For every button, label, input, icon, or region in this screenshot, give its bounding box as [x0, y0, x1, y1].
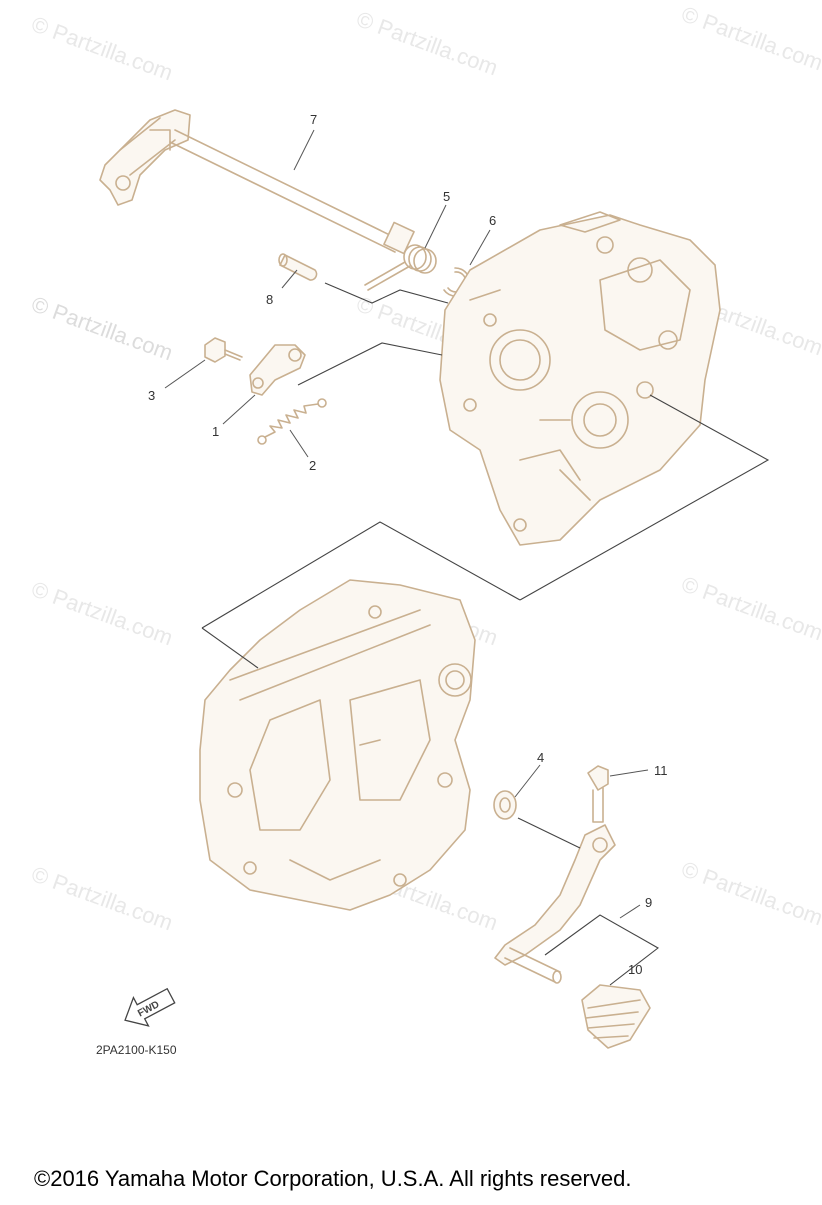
- callout-1: 1: [212, 424, 219, 439]
- callout-3: 3: [148, 388, 155, 403]
- crankcase-left-half: [199, 579, 476, 911]
- svg-text:© Partzilla.com: © Partzilla.com: [353, 6, 501, 80]
- callout-4: 4: [537, 750, 544, 765]
- fwd-arrow-icon: FWD: [124, 987, 176, 1027]
- spring-part-2: [257, 398, 327, 445]
- assembly-outline-middle: [201, 521, 521, 669]
- bolt-part-3: [204, 337, 243, 363]
- svg-text:© Partzilla.com: © Partzilla.com: [28, 291, 176, 365]
- diagram-code: 2PA2100-K150: [96, 1043, 177, 1057]
- svg-text:© Partzilla.com: © Partzilla.com: [28, 11, 176, 85]
- svg-text:© Partzilla.com: © Partzilla.com: [678, 1, 822, 75]
- callout-9: 9: [645, 895, 652, 910]
- bolt-part-11: [587, 765, 609, 823]
- callouts: 7 5 6 8 3 1 2 4 11 9 10: [148, 112, 668, 977]
- assembly-outline-upper: [297, 282, 770, 601]
- oil-seal-part: [493, 790, 517, 820]
- stopper-lever-part: [249, 344, 306, 396]
- assembly-outline-pedal: [517, 817, 659, 986]
- callout-7: 7: [310, 112, 317, 127]
- crankcase-right-half: [439, 211, 721, 546]
- svg-text:© Partzilla.com: © Partzilla.com: [28, 861, 176, 935]
- dowel-pin-part: [278, 253, 318, 281]
- svg-text:© Partzilla.com: © Partzilla.com: [678, 571, 822, 645]
- callout-6: 6: [489, 213, 496, 228]
- copyright-text: ©2016 Yamaha Motor Corporation, U.S.A. A…: [34, 1166, 631, 1191]
- pedal-rubber-part: [581, 984, 651, 1049]
- callout-5: 5: [443, 189, 450, 204]
- callout-11: 11: [654, 763, 668, 778]
- shift-pedal-part: [494, 824, 616, 984]
- spring-part-5: [364, 244, 437, 291]
- svg-text:© Partzilla.com: © Partzilla.com: [28, 576, 176, 650]
- leader-lines: [164, 129, 649, 919]
- shift-shaft-part: [99, 109, 415, 255]
- callout-10: 10: [628, 962, 642, 977]
- callout-8: 8: [266, 292, 273, 307]
- svg-text:© Partzilla.com: © Partzilla.com: [678, 856, 822, 930]
- callout-2: 2: [309, 458, 316, 473]
